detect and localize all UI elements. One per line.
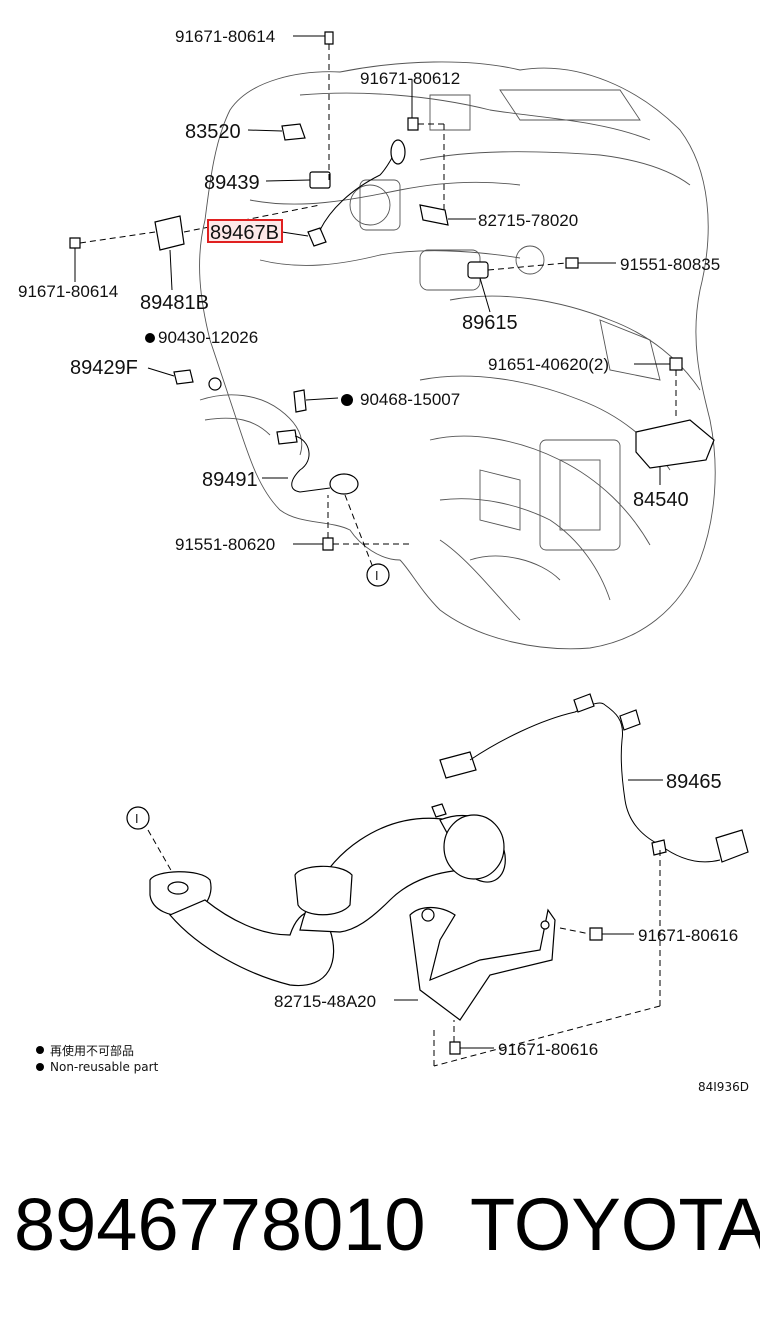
label-91671-80614-top: 91671-80614 — [175, 27, 275, 46]
label-89481B: 89481B — [140, 292, 209, 314]
label-89439: 89439 — [204, 172, 260, 194]
label-91551-80620: 91551-80620 — [175, 535, 275, 554]
label-91671-80616-a: 91671-80616 — [638, 926, 738, 945]
upper-leaders — [74, 35, 677, 566]
callout-label-top: I — [375, 569, 379, 583]
label-83520: 83520 — [185, 121, 241, 143]
label-84540: 84540 — [633, 489, 689, 511]
label-91671-80616-b: 91671-80616 — [498, 1040, 598, 1059]
label-89615: 89615 — [462, 312, 518, 334]
upper-components — [69, 31, 715, 551]
label-89465: 89465 — [666, 771, 722, 793]
callout-circle-bottom — [126, 806, 150, 830]
legend-bullet-en — [36, 1063, 44, 1071]
legend-bullet-cn — [36, 1046, 44, 1054]
label-90468-15007: 90468-15007 — [360, 390, 460, 409]
exhaust-pipe-drawing — [149, 693, 749, 1055]
legend-text-cn: 再使用不可部品 — [50, 1043, 134, 1058]
label-89429F: 89429F — [70, 357, 138, 379]
label-89491: 89491 — [202, 469, 258, 491]
label-91651-40620: 91651-40620(2) — [488, 355, 609, 374]
label-91671-80612: 91671-80612 — [360, 69, 460, 88]
diagram-code: 84I936D — [698, 1080, 749, 1094]
label-89467B: 89467B — [210, 222, 279, 244]
callout-circle-top — [366, 563, 390, 587]
engine-transaxle-drawing — [199, 61, 716, 650]
footer-part-number: 8946778010 — [14, 1183, 426, 1266]
label-90430-12026: 90430-12026 — [158, 328, 258, 347]
label-82715-48A20: 82715-48A20 — [274, 992, 376, 1011]
label-91551-80835: 91551-80835 — [620, 255, 720, 274]
label-91671-80614-left: 91671-80614 — [18, 282, 118, 301]
callout-label-bottom: I — [135, 812, 139, 826]
non-reusable-marker-90430 — [145, 333, 155, 343]
non-reusable-marker-90468 — [341, 394, 353, 406]
highlight-box-89467B — [207, 219, 283, 243]
legend-text-en: Non-reusable part — [50, 1060, 159, 1074]
footer-brand: TOYOTA — [470, 1183, 760, 1266]
lower-leaders — [147, 779, 663, 1067]
label-82715-78020: 82715-78020 — [478, 211, 578, 230]
